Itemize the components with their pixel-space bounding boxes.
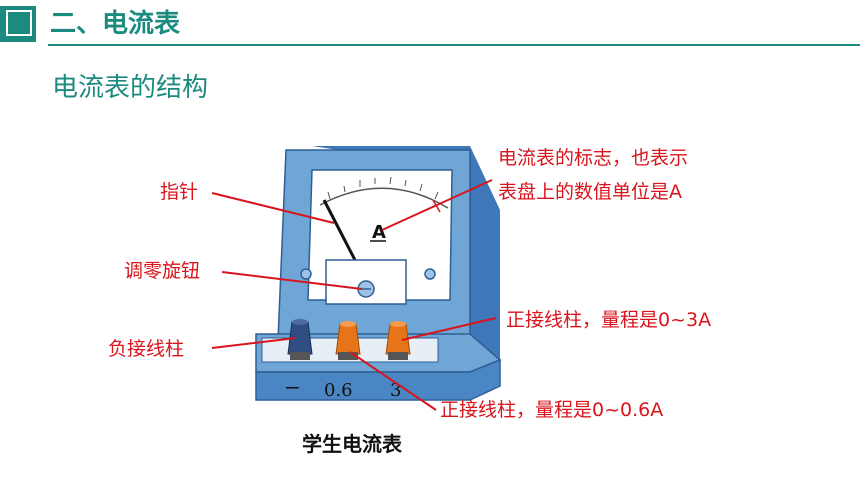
label-positive-06a: 正接线柱，量程是0~0.6A: [440, 399, 664, 421]
page-title: 二、电流表: [50, 9, 181, 39]
terminal-label-0-6: 0.6: [324, 380, 353, 401]
header-divider: [48, 44, 860, 46]
line-symbol: [381, 179, 493, 231]
line-positive-3a: [401, 317, 497, 341]
dial-symbol: A: [372, 222, 386, 243]
label-positive-3a: 正接线柱，量程是0~3A: [506, 309, 712, 331]
annotation-lines: [211, 179, 497, 411]
line-positive-06a: [349, 351, 437, 411]
label-symbol-line2: 表盘上的数值单位是A: [498, 181, 682, 203]
meter-pointer: [322, 199, 358, 263]
label-negative-terminal: 负接线柱: [108, 338, 185, 360]
header-square-inner: [6, 10, 32, 36]
negative-terminal: [287, 319, 313, 360]
terminal-label-3: 3: [390, 380, 401, 401]
dial-scale-ticks: [327, 176, 439, 200]
positive-terminal-0-6: [335, 321, 361, 360]
screw-right-icon: [424, 268, 436, 280]
line-zero-knob: [221, 271, 363, 290]
screw-left-icon: [300, 268, 312, 280]
label-zero-knob: 调零旋钮: [124, 260, 201, 282]
label-pointer: 指针: [160, 181, 199, 203]
figure-caption: 学生电流表: [302, 432, 402, 456]
positive-terminal-3: [385, 321, 411, 360]
line-pointer: [211, 192, 335, 224]
line-negative-terminal: [211, 337, 297, 349]
meter-base-front: [255, 358, 501, 401]
label-symbol-line1: 电流表的标志，也表示: [498, 147, 689, 169]
meter-case-side: [312, 146, 500, 360]
section-subtitle: 电流表的结构: [52, 73, 209, 103]
terminal-label-negative: −: [284, 375, 301, 399]
